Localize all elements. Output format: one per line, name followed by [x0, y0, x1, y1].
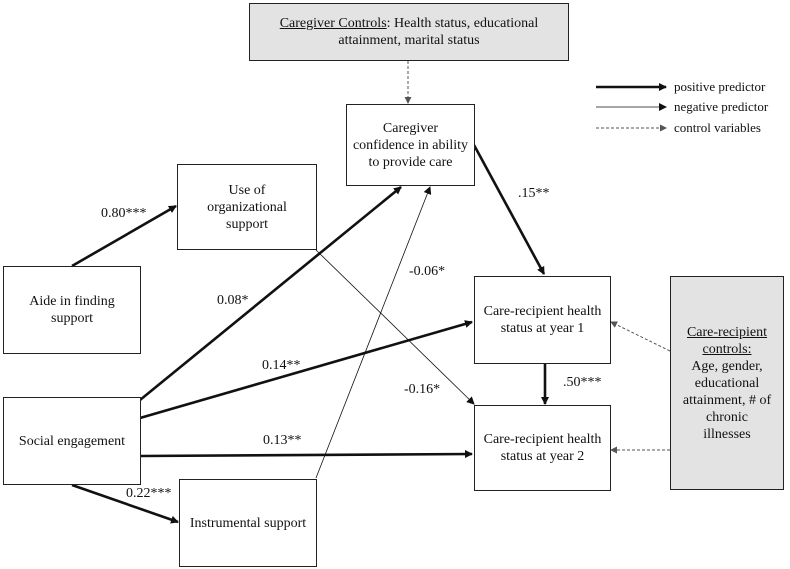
caregiver-controls-title: Caregiver Controls [279, 16, 387, 31]
coef-year1-to-year2: .50*** [563, 375, 602, 390]
aide-finding-support-box: Aide in finding support [3, 266, 141, 354]
health-year2-box: Care-recipient health status at year 2 [474, 405, 611, 491]
social-engagement-box: Social engagement [3, 397, 141, 485]
caregiver-confidence-label: Caregiver confidence in ability to provi… [352, 120, 469, 170]
coef-social-to-confidence: 0.08* [217, 293, 249, 308]
recipient-controls-box: Care-recipient controls: Age, gender, ed… [670, 276, 784, 490]
arrow-confidence-to-year1 [472, 144, 546, 275]
coef-social-to-year2: 0.13** [263, 433, 302, 448]
arrow-social-to-instrumental [71, 483, 179, 524]
coef-org-to-year2: -0.16* [404, 382, 441, 397]
coef-social-to-year1: 0.14** [262, 358, 301, 373]
arrow-aide-to-org-support [71, 204, 177, 268]
arrow-instrumental-to-confidence [315, 186, 432, 479]
legend-control-label: control variables [674, 120, 761, 135]
health-year2-label: Care-recipient health status at year 2 [483, 432, 602, 464]
caregiver-confidence-box: Caregiver confidence in ability to provi… [346, 104, 475, 186]
arrow-recipient-controls-to-year1 [610, 321, 671, 352]
recipient-controls-title: Care-recipient controls: [686, 324, 768, 357]
instrumental-support-box: Instrumental support [179, 479, 317, 567]
use-org-support-box: Use of organizational support [177, 164, 317, 250]
coef-instrumental-to-confidence: -0.06* [409, 264, 446, 279]
caregiver-controls-box: Caregiver Controls: Health status, educa… [249, 3, 569, 61]
legend-negative-label: negative predictor [674, 99, 769, 114]
arrow-org-support-to-year2 [315, 249, 475, 405]
arrow-social-to-confidence [139, 185, 402, 402]
use-org-support-label: Use of organizational support [207, 182, 287, 232]
recipient-controls-text: Age, gender, educational attainment, # o… [682, 358, 772, 442]
instrumental-support-label: Instrumental support [189, 515, 307, 531]
aide-finding-support-label: Aide in finding support [29, 294, 115, 326]
health-year1-label: Care-recipient health status at year 1 [483, 304, 602, 336]
coef-confidence-to-year1: .15** [518, 186, 550, 201]
arrow-social-to-year2 [139, 450, 473, 459]
health-year1-box: Care-recipient health status at year 1 [474, 276, 611, 364]
social-engagement-label: Social engagement [18, 433, 126, 449]
coef-aide-to-org: 0.80*** [101, 206, 147, 221]
caregiver-controls-text: : Health status, educational attainment,… [338, 16, 539, 48]
coef-social-to-instrumental: 0.22*** [126, 486, 172, 501]
legend-positive-label: positive predictor [674, 79, 766, 94]
arrow-social-to-year1 [139, 320, 473, 420]
